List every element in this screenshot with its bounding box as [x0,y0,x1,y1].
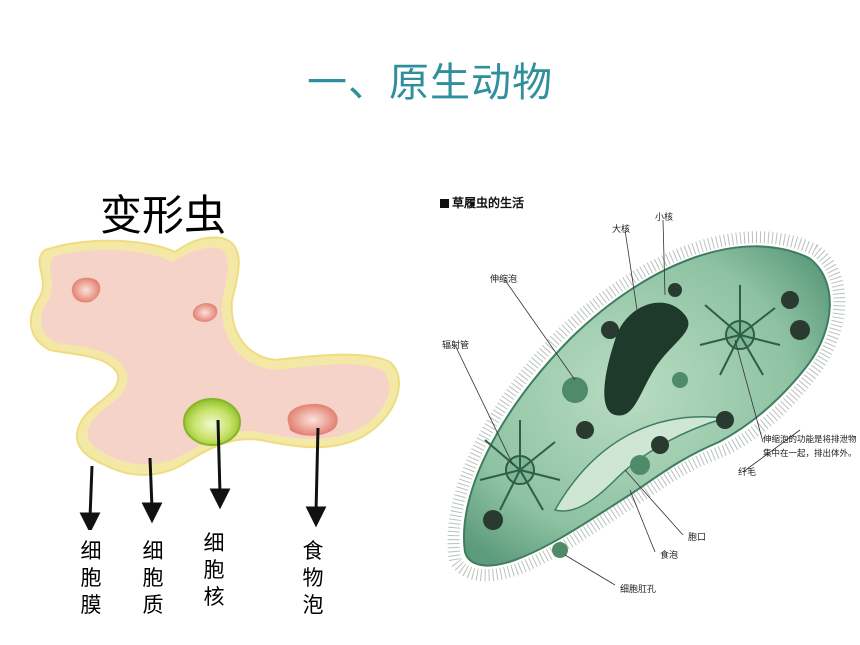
label-food-vacuole-para: 食泡 [660,551,679,561]
page-title: 一、原生动物 [307,60,553,106]
label-macronucleus: 大核 [612,225,631,235]
paramecium-diagram [447,219,846,586]
label-radial-canal: 辐射管 [442,341,470,351]
food-vacuole-3 [287,403,338,436]
oral-groove [553,416,726,512]
food-vacuoles [483,283,810,558]
label-contractile-vacuole: 伸缩泡 [490,275,518,285]
label-cilia: 纤毛 [738,468,757,478]
amoeba-diagram [29,236,400,530]
label-micronucleus: 小核 [655,213,674,223]
contractile-vacuole-note: 伸缩泡的功能是将排泄物集中在一起，排出体外。 [763,435,857,459]
food-vacuole-1 [71,277,101,303]
label-anal-pore: 细胞肛孔 [620,585,657,595]
label-cytoplasm: 细胞质 [142,539,164,617]
label-cell-membrane: 细胞膜 [80,539,102,617]
cilia-fringe [447,231,846,582]
label-food-vacuole: 食物泡 [302,539,324,617]
macronucleus [604,302,689,416]
amoeba-title: 变形虫 [100,191,227,240]
nucleus-shape [183,398,241,446]
food-vacuole-2 [192,303,218,322]
paramecium-title: 草履虫的生活 [440,194,524,211]
paramecium-body [463,245,831,567]
label-nucleus: 细胞核 [203,531,225,609]
label-oral-groove: 胞口 [688,533,707,543]
